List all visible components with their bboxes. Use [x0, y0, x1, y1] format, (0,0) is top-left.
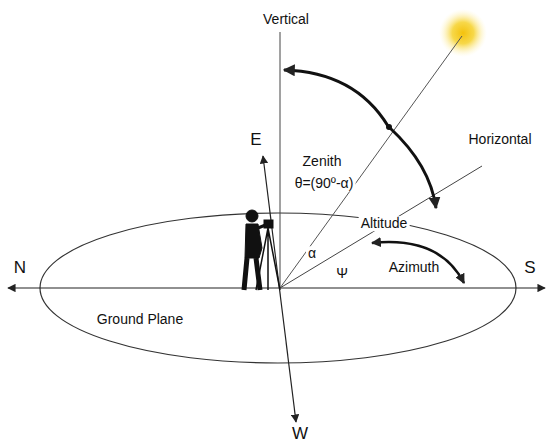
azimuth-arc — [372, 242, 464, 283]
axis-label: Vertical — [261, 12, 311, 27]
axis-label: Horizontal — [466, 132, 533, 147]
angle-label: Azimuth — [387, 260, 442, 275]
direction-label: W — [290, 425, 310, 444]
direction-label: S — [522, 259, 537, 278]
zenith-arc — [284, 70, 388, 126]
angle-label: Altitude — [359, 216, 410, 231]
direction-label: E — [248, 131, 263, 150]
north-south-axis — [8, 287, 545, 288]
sun — [439, 9, 487, 57]
theodolite — [256, 220, 280, 290]
arc-joint — [386, 124, 392, 130]
sun-ray — [280, 36, 462, 288]
direction-label: N — [12, 259, 28, 278]
vertical-line — [280, 32, 281, 288]
angle-label: Zenith — [301, 154, 344, 169]
region-label: Ground Plane — [95, 312, 185, 327]
formula-label: θ=(90º-α) — [293, 176, 356, 191]
horizontal-line — [280, 166, 482, 288]
angle-symbol: Ψ — [334, 266, 350, 281]
altitude-arc — [390, 128, 436, 208]
angle-symbol: α — [306, 246, 318, 261]
